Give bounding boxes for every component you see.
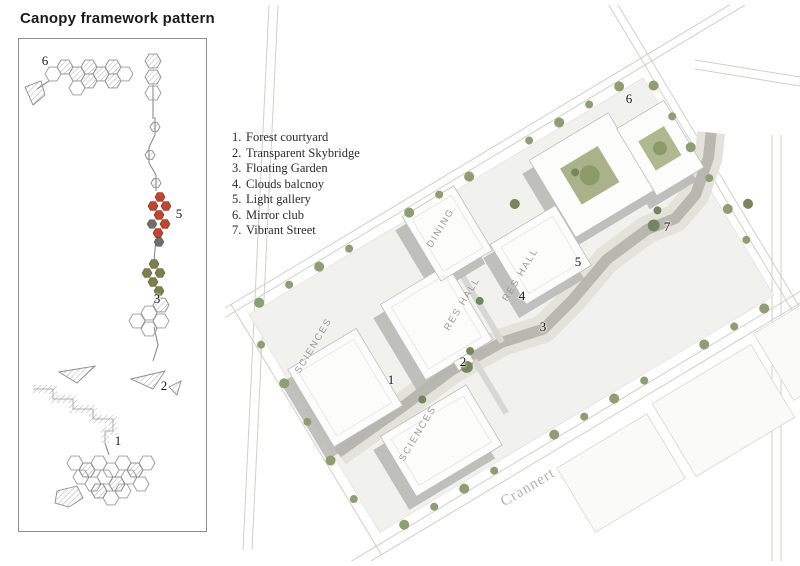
legend: 1. Forest courtyard 2. Transparent Skybrid…: [232, 130, 360, 239]
legend-item-number: 4.: [232, 176, 242, 191]
plan-marker-4: 4: [518, 288, 526, 303]
tree-clusters: [418, 198, 754, 404]
legend-item: 1. Forest courtyard: [232, 130, 360, 146]
plan-marker-1: 1: [387, 372, 395, 387]
roof-lines: [298, 194, 581, 487]
floating-garden-hexes: [141, 259, 166, 296]
legend-item: 4. Clouds balcnoy: [232, 177, 360, 193]
plan-marker-6: 6: [625, 91, 633, 106]
building-sciences-bottom: [379, 384, 503, 497]
vacant-parcels: [556, 281, 800, 533]
legend-item-number: 1.: [232, 130, 242, 144]
legend-item: 6. Mirror club: [232, 208, 360, 224]
building-dining: [401, 185, 493, 282]
buildings: [287, 99, 705, 497]
legend-item-label: Forest courtyard: [246, 130, 329, 144]
legend-item-number: 7.: [232, 223, 242, 237]
legend-item-number: 2.: [232, 145, 242, 160]
light-gallery-highlight: [147, 192, 172, 238]
street-label-crannert: Crannert: [498, 465, 558, 510]
canopy-pattern-drawing: [24, 53, 182, 508]
legend-item: 7. Vibrant Street: [232, 223, 360, 239]
campus-roads: [225, 5, 800, 561]
legend-item-label: Clouds balcnoy: [246, 176, 325, 191]
legend-item-label: Vibrant Street: [246, 223, 316, 237]
page-title: Canopy framework pattern: [20, 10, 215, 27]
roof-courtyards: [560, 126, 682, 205]
legend-item-label: Floating Garden: [246, 161, 328, 175]
building-sciences-left: [287, 327, 404, 448]
hatched-bottom-hexes: [78, 462, 144, 499]
canopy-panel: 6 5 3 2 1: [18, 38, 207, 532]
site-plan-svg: SCIENCES SCIENCES RES HALL RES HALL DINI…: [225, 5, 800, 561]
plan-marker-3: 3: [539, 319, 547, 334]
panel-marker-1: 1: [114, 433, 122, 448]
legend-item: 3. Floating Garden: [232, 161, 360, 177]
plan-marker-2: 2: [459, 354, 467, 369]
legend-item-number: 6.: [232, 207, 242, 222]
legend-item-label: Light gallery: [246, 192, 311, 206]
legend-item: 5. Light gallery: [232, 192, 360, 208]
trees: [254, 80, 770, 530]
panel-marker-5: 5: [175, 206, 183, 221]
plan-marker-5: 5: [574, 254, 582, 269]
legend-item-number: 5.: [232, 192, 242, 206]
panel-marker-2: 2: [160, 378, 168, 393]
legend-item-label: Transparent Skybridge: [246, 145, 360, 160]
legend-item-label: Mirror club: [246, 207, 304, 222]
legend-item-number: 3.: [232, 161, 242, 175]
building-reshall-right: [489, 204, 592, 306]
zigzag-walkway: [33, 385, 117, 443]
hatched-canopy-shapes: [24, 53, 182, 508]
panel-marker-3: 3: [153, 291, 161, 306]
site-plan: SCIENCES SCIENCES RES HALL RES HALL DINI…: [225, 5, 800, 561]
panel-marker-6: 6: [41, 53, 49, 68]
legend-item: 2. Transparent Skybridge: [232, 146, 360, 162]
plan-marker-7: 7: [663, 219, 671, 234]
